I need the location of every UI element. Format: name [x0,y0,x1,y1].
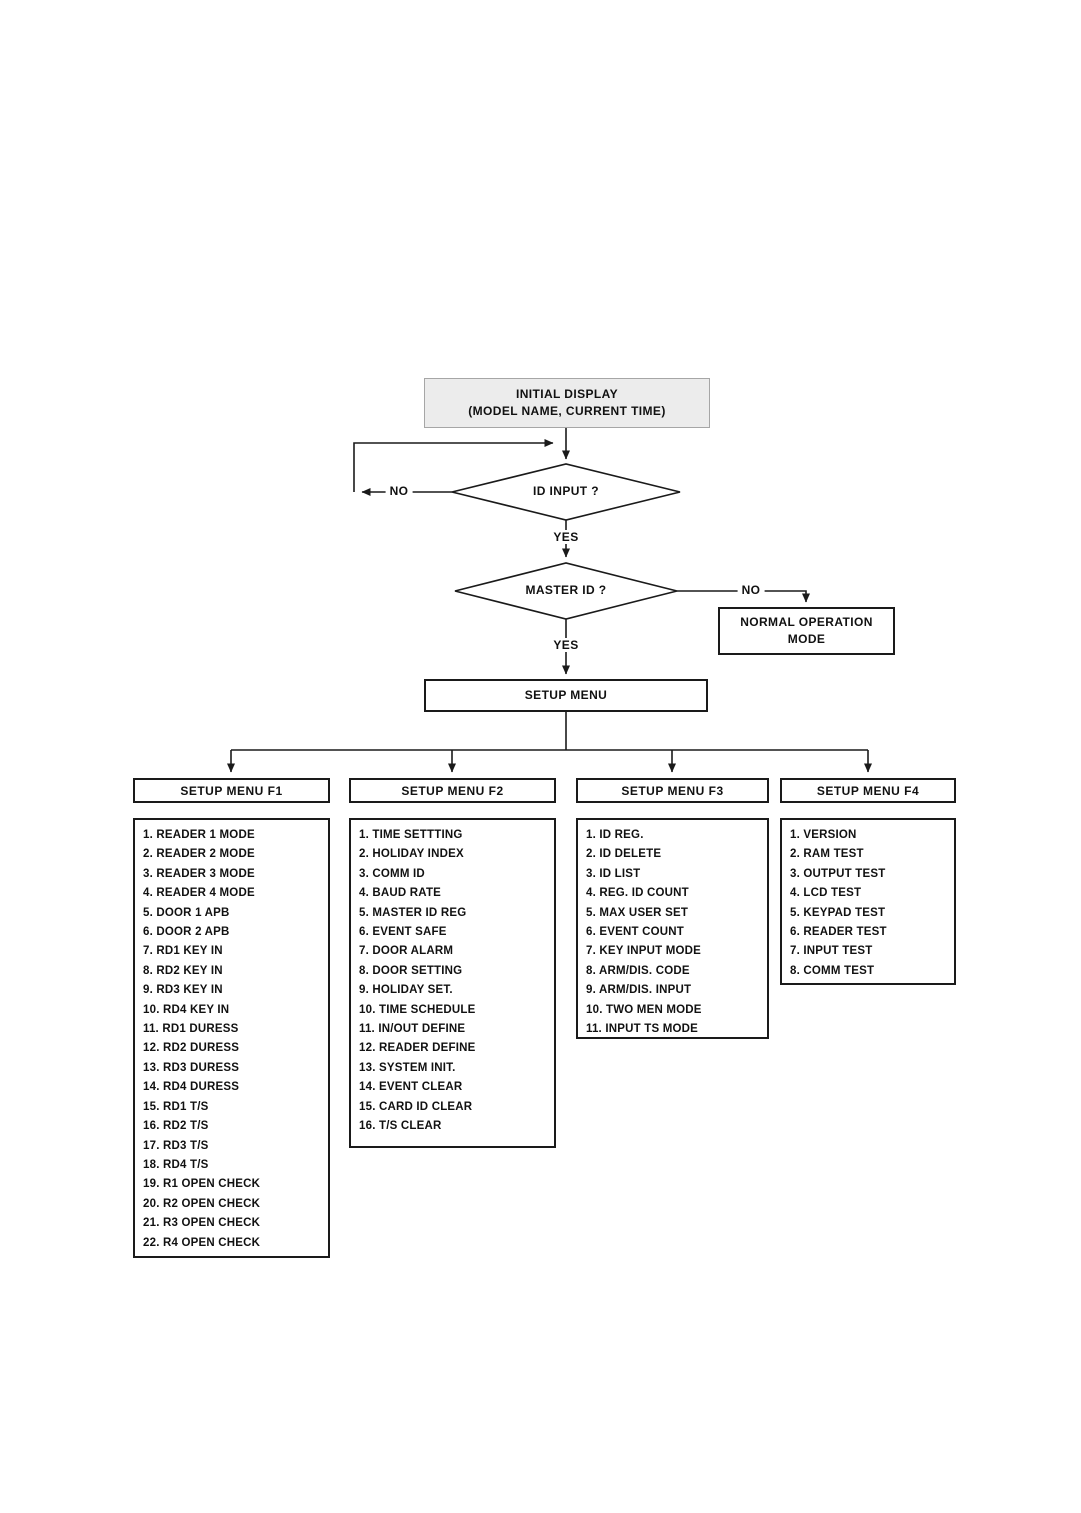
menu-item: 7. INPUT TEST [790,945,873,958]
menu-item: 4. LCD TEST [790,887,862,900]
menu-item: 14. RD4 DURESS [143,1081,240,1094]
menu-item: 6. EVENT SAFE [359,926,447,939]
menu-item: 5. MAX USER SET [586,906,689,919]
menu-item: 14. EVENT CLEAR [359,1081,463,1094]
menu-item: 2. READER 2 MODE [143,848,255,861]
menu-header-f4: SETUP MENU F4 [780,778,956,803]
menu-item: 2. RAM TEST [790,848,864,861]
menu-item: 18. RD4 T/S [143,1158,209,1171]
menu-header-f2: SETUP MENU F2 [349,778,556,803]
menu-list-f3: 1. ID REG. 2. ID DELETE 3. ID LIST 4. REG. … [576,818,769,1039]
normal-operation-box: NORMAL OPERATION MODE [718,607,895,655]
menu-item: 8. COMM TEST [790,964,875,977]
menu-header-f1: SETUP MENU F1 [133,778,330,803]
master-id-decision-label: MASTER ID ? [525,583,607,597]
menu-item: 6. READER TEST [790,926,887,939]
menu-item: 11. INPUT TS MODE [586,1023,699,1036]
menu-item: 6. DOOR 2 APB [143,926,230,939]
menu-item: 4. BAUD RATE [359,887,442,900]
menu-item: 15. CARD ID CLEAR [359,1100,473,1113]
initial-display-box: INITIAL DISPLAY (MODEL NAME, CURRENT TIM… [424,378,710,428]
menu-item: 13. RD3 DURESS [143,1061,240,1074]
menu-item: 5. KEYPAD TEST [790,906,886,919]
menu-item: 4. REG. ID COUNT [586,887,689,900]
menu-item: 10. TWO MEN MODE [586,1003,702,1016]
menu-item: 3. COMM ID [359,867,425,880]
setup-menu-box: SETUP MENU [424,679,708,712]
menu-list-f1: 1. READER 1 MODE 2. READER 2 MODE 3. READE… [133,818,330,1258]
menu-item: 15. RD1 T/S [143,1100,209,1113]
menu-item: 1. VERSION [790,829,857,841]
menu-list-f2: 1. TIME SETTTING 2. HOLIDAY INDEX 3. COMM … [349,818,556,1148]
id-input-yes-label: YES [549,530,583,544]
menu-item: 16. RD2 T/S [143,1120,209,1133]
menu-item: 2. HOLIDAY INDEX [359,848,464,861]
id-input-decision-label: ID INPUT ? [533,484,599,498]
menu-item: 12. RD2 DURESS [143,1042,240,1055]
menu-item: 17. RD3 T/S [143,1139,209,1152]
menu-item: 10. RD4 KEY IN [143,1003,230,1016]
menu-item: 5. MASTER ID REG [359,906,467,919]
menu-item: 9. HOLIDAY SET. [359,984,453,997]
menu-list-f4: 1. VERSION 2. RAM TEST 3. OUTPUT TEST 4. LC… [780,818,956,985]
menu-item: 2. ID DELETE [586,848,662,861]
menu-item: 7. DOOR ALARM [359,945,454,958]
menu-item: 4. READER 4 MODE [143,887,255,900]
menu-item: 10. TIME SCHEDULE [359,1003,476,1016]
menu-item: 13. SYSTEM INIT. [359,1061,456,1074]
connector-masterid-no [677,590,810,603]
menu-item: 21. R3 OPEN CHECK [143,1217,261,1230]
menu-item: 19. R1 OPEN CHECK [143,1178,261,1191]
menu-item: 1. ID REG. [586,829,644,841]
menu-item: 8. DOOR SETTING [359,964,463,977]
menu-item: 11. IN/OUT DEFINE [359,1023,466,1036]
initial-display-line1: INITIAL DISPLAY [515,387,619,401]
menu-item: 9. ARM/DIS. INPUT [586,984,692,997]
menu-item: 3. OUTPUT TEST [790,867,886,880]
menu-item: 7. RD1 KEY IN [143,945,223,958]
menu-item: 3. ID LIST [586,867,641,880]
menu-item: 12. READER DEFINE [359,1042,476,1055]
menu-item: 3. READER 3 MODE [143,867,255,880]
master-id-yes-label: YES [549,638,583,652]
initial-display-line2: (MODEL NAME, CURRENT TIME) [468,404,666,418]
menu-item: 8. RD2 KEY IN [143,964,223,977]
id-input-no-label: NO [385,484,413,498]
id-input-diamond [451,463,681,521]
menu-item: 1. READER 1 MODE [143,829,255,841]
setup-menu-label: SETUP MENU [524,688,608,702]
menu-item: 5. DOOR 1 APB [143,906,230,919]
menu-item: 20. R2 OPEN CHECK [143,1197,261,1210]
normal-operation-line1: NORMAL OPERATION [740,615,873,629]
menu-item: 11. RD1 DURESS [143,1023,239,1036]
master-id-no-label: NO [737,583,765,597]
menu-item: 9. RD3 KEY IN [143,984,223,997]
menu-item: 8. ARM/DIS. CODE [586,964,690,977]
menu-item: 16. T/S CLEAR [359,1120,442,1133]
menu-item: 22. R4 OPEN CHECK [143,1236,261,1249]
menu-item: 6. EVENT COUNT [586,926,685,939]
menu-item: 1. TIME SETTTING [359,829,463,841]
menu-item: 7. KEY INPUT MODE [586,945,702,958]
connector-no-loop [353,439,554,492]
menu-header-f3: SETUP MENU F3 [576,778,769,803]
normal-operation-line2: MODE [787,632,826,646]
